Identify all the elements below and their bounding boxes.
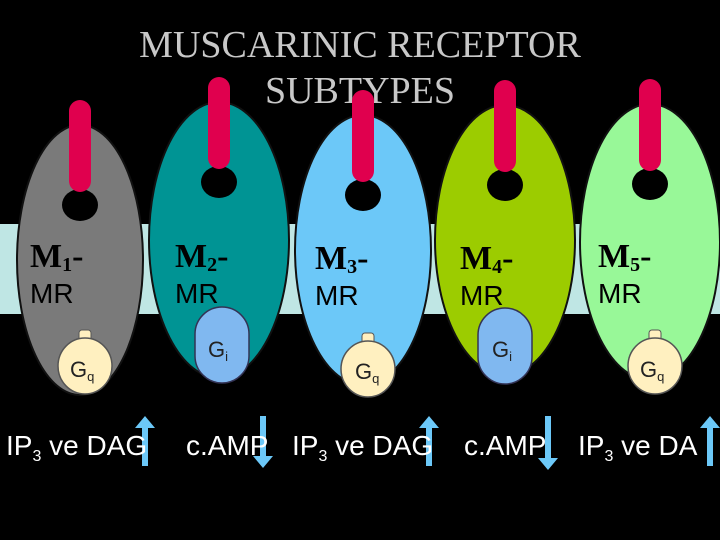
binding-pocket-m2	[201, 166, 237, 198]
receptor-label-m5: M5- MR	[598, 238, 652, 309]
ligand-m2	[208, 77, 230, 169]
ligand-m3	[352, 90, 374, 182]
receptor-mr-m5: MR	[598, 278, 642, 309]
g-protein-m4	[477, 307, 533, 385]
title-line-1: MUSCARINIC RECEPTOR	[139, 24, 581, 66]
receptor-mr-m1: MR	[30, 278, 74, 309]
effect-ip3-dag-2: IP3 ve DAG	[292, 430, 434, 465]
receptor-mr-m3: MR	[315, 280, 359, 311]
receptor-label-m3: M3- MR	[315, 240, 369, 311]
effect-ip3-dag-1: IP3 ve DAG	[6, 430, 148, 465]
binding-pocket-m1	[62, 189, 98, 221]
ligand-m1	[69, 100, 91, 192]
g-protein-label-m4: Gi	[492, 337, 513, 364]
receptor-label-m4: M4- MR	[460, 240, 514, 311]
g-protein-label-m3: Gq	[355, 359, 380, 386]
arrow-down-icon-4	[538, 416, 558, 470]
arrow-up-icon-5	[700, 416, 720, 466]
g-protein-m1	[57, 337, 113, 395]
binding-pocket-m4	[487, 169, 523, 201]
receptor-label-m1: M1- MR	[30, 238, 84, 309]
effect-ip3-dag-3: IP3 ve DA	[578, 430, 698, 465]
arrow-down-icon-2	[253, 416, 273, 468]
g-protein-m3	[340, 340, 396, 398]
ligand-m4	[494, 80, 516, 172]
g-protein-m2	[194, 306, 250, 384]
g-protein-label-m1: Gq	[70, 357, 95, 384]
effect-camp-2: c.AMP	[464, 430, 547, 461]
arrow-up-icon-1	[135, 416, 155, 466]
receptor-mr-m2: MR	[175, 278, 219, 309]
binding-pocket-m3	[345, 179, 381, 211]
effect-camp-1: c.AMP	[186, 430, 269, 461]
g-protein-label-m5: Gq	[640, 357, 665, 384]
arrow-up-icon-3	[419, 416, 439, 466]
g-protein-label-m2: Gi	[208, 337, 229, 364]
g-protein-m5	[627, 337, 683, 395]
binding-pocket-m5	[632, 168, 668, 200]
ligand-m5	[639, 79, 661, 171]
receptor-mr-m4: MR	[460, 280, 504, 311]
receptor-label-m2: M2- MR	[175, 238, 229, 309]
